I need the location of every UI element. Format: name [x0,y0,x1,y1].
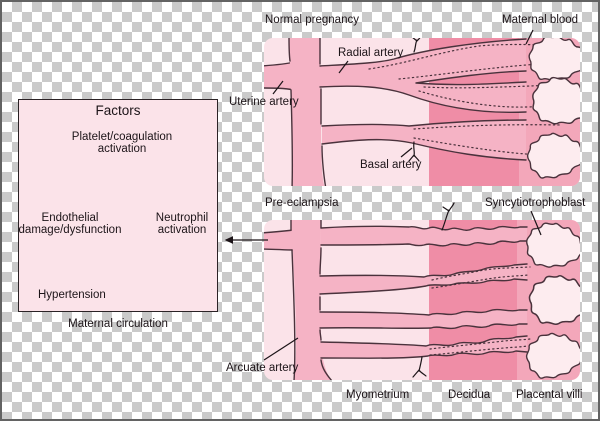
radial-artery-label: Radial artery [338,47,404,59]
basal-artery-pointer [400,147,413,158]
placental-villus [528,274,580,326]
syncytiotrophoblast-pointer [530,210,542,236]
factors-caption: Maternal circulation [68,318,168,330]
spiral-artery-narrow [321,336,527,359]
spiral-artery-narrow [321,226,527,246]
arcuate-artery-pointer [263,337,299,361]
artery-branch-symbol [441,202,455,231]
artery-branch-symbol [408,38,422,162]
maternal-blood-label: Maternal blood [502,14,579,26]
uterine-artery-vessel [264,230,294,250]
placental-villi-normal [524,38,580,182]
radial-spiral-artery [320,39,526,113]
uterine-artery-label: Uterine artery [229,96,299,108]
normal-pregnancy-title: Normal pregnancy [265,14,359,26]
radial-artery-pointer [338,60,349,74]
node-endothelial-damage: Endothelial damage/dysfunction [18,212,122,237]
basal-artery-label: Basal artery [360,159,422,171]
node-neutrophil-activation: Neutrophil activation [155,212,209,237]
decidua-label: Decidua [448,389,491,401]
node-platelet-coagulation: Platelet/coagulation activation [71,131,173,156]
artery-branch-symbol [412,356,427,378]
spiral-artery-narrow [320,309,527,329]
label-pointer-lines [263,29,542,361]
factors-box [18,99,218,312]
placental-villi-label: Placental villi [516,389,583,401]
syncytiotrophoblast-label: Syncytiotrophoblast [485,197,586,209]
uterine-artery-pointer [272,80,284,95]
pre-eclampsia-title: Pre-eclampsia [265,197,339,209]
node-hypertension: Hypertension [38,289,106,301]
myometrium-label: Myometrium [346,389,410,401]
pre-eclampsia-diagram [264,220,580,380]
arcuate-artery-label: Arcuate artery [226,362,299,374]
normal-pregnancy-diagram [264,38,580,186]
factors-title: Factors [95,103,141,118]
placental-villi-pre [523,220,580,380]
trophoblast-dotted-lining [429,266,531,356]
arcuate-artery-band [289,38,326,186]
maternal-blood-pointer [525,29,534,45]
arcuate-artery-band [291,220,332,380]
uterine-artery-vessel [264,62,294,90]
